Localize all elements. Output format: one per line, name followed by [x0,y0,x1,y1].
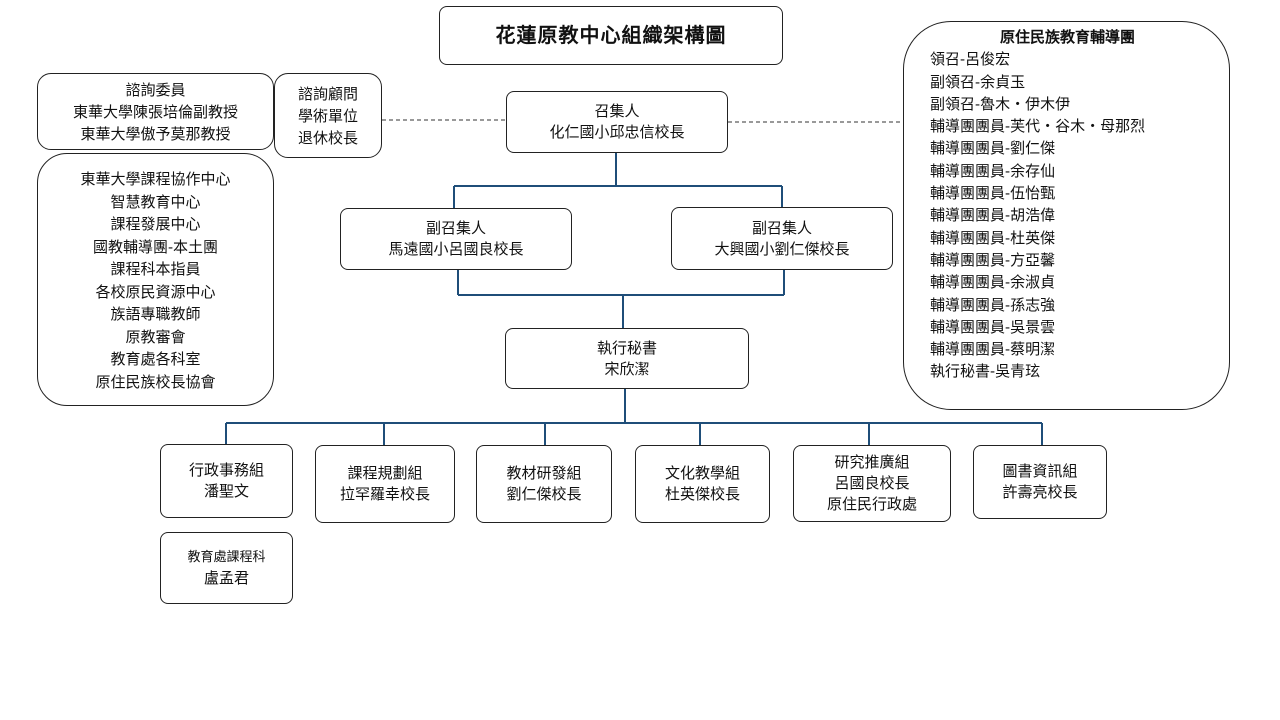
group-name: 課程規劃組 [347,464,423,482]
counsel-team-member: 輔導團團員-吳景雲 [930,317,1056,336]
chart-title: 花蓮原教中心組織架構圖 [439,6,783,65]
deputy-role: 副召集人 [425,219,486,237]
admin-sub-unit: 教育處課程科 [187,550,266,565]
group-name: 文化教學組 [664,464,740,482]
connector-deputies-secretary [457,270,785,328]
partner-item: 課程科本指員 [110,260,201,278]
counsel-team-member: 輔導團團員-胡浩偉 [930,206,1056,225]
chart-title-text: 花蓮原教中心組織架構圖 [495,23,727,47]
partner-item: 智慧教育中心 [110,192,201,211]
advisors-item: 學術單位 [297,106,358,125]
deputy-name: 馬遠國小呂國良校長 [388,240,524,258]
group-name: 行政事務組 [188,461,264,479]
counsel-team-box: 原住民族教育輔導團 領召-呂俊宏 副領召-余貞玉 副領召-魯木・伊木伊 輔導團團… [903,21,1230,410]
secretary-name: 宋欣潔 [604,359,650,378]
partner-item: 課程發展中心 [110,215,201,233]
counsel-team-member: 輔導團團員-余淑貞 [930,273,1056,292]
group-leader: 呂國良校長 [834,474,910,492]
group-leader: 潘聖文 [203,482,249,500]
convener-role: 召集人 [594,102,640,120]
counsel-team-member: 輔導團團員-孫志強 [930,295,1056,314]
counsel-team-member: 輔導團團員-劉仁傑 [930,139,1056,158]
deputy-role: 副召集人 [751,218,812,237]
advisory-committee-box: 諮詢委員 東華大學陳張培倫副教授 東華大學傲予莫那教授 [37,73,274,150]
counsel-team-member: 輔導團團員-杜英傑 [930,228,1056,247]
advisors-item: 退休校長 [297,128,358,147]
group-admin-box: 行政事務組 潘聖文 [160,444,293,518]
advisors-label: 諮詢顧問 [297,84,358,103]
admin-sub-name: 盧孟君 [203,569,249,587]
group-leader: 劉仁傑校長 [506,485,582,503]
group-materials-box: 教材研發組 劉仁傑校長 [476,445,612,523]
connector-convener-deputies [453,153,783,208]
counsel-team-member: 輔導團團員-芙代・谷木・母那烈 [930,117,1146,136]
counsel-team-member: 副領召-余貞玉 [930,72,1026,91]
partners-box: 東華大學課程協作中心 智慧教育中心 課程發展中心 國教輔導團-本土團 課程科本指… [37,153,274,406]
group-leader: 原住民行政處 [826,495,917,513]
convener-name: 化仁國小邱忠信校長 [549,123,685,141]
partner-item: 東華大學課程協作中心 [80,170,231,188]
advisory-committee-member: 東華大學傲予莫那教授 [80,124,231,143]
deputy-name: 大興國小劉仁傑校長 [714,239,850,258]
deputy-convener-left-box: 副召集人 馬遠國小呂國良校長 [340,208,572,270]
group-leader: 拉罕羅幸校長 [339,485,430,503]
counsel-team-member: 領召-呂俊宏 [930,50,1011,69]
connector-secretary-groups [225,389,1043,445]
counsel-team-member: 輔導團團員-伍怡甄 [930,184,1056,203]
partner-item: 原住民族校長協會 [95,372,216,391]
partner-item: 國教輔導團-本土團 [92,237,219,256]
convener-box: 召集人 化仁國小邱忠信校長 [506,91,728,153]
counsel-team-member: 副領召-魯木・伊木伊 [930,94,1071,113]
counsel-team-member: 輔導團團員-余存仙 [930,161,1056,180]
executive-secretary-box: 執行秘書 宋欣潔 [505,328,749,389]
partner-item: 原教審會 [125,327,186,346]
advisory-committee-label: 諮詢委員 [125,80,186,99]
secretary-role: 執行秘書 [596,338,657,357]
advisors-box: 諮詢顧問 學術單位 退休校長 [274,73,382,158]
counsel-team-member: 輔導團團員-蔡明潔 [930,340,1056,359]
group-curriculum-box: 課程規劃組 拉罕羅幸校長 [315,445,455,523]
counsel-team-member: 執行秘書-吳青玹 [930,362,1041,381]
admin-sub-box: 教育處課程科 盧孟君 [160,532,293,604]
counsel-team-member: 輔導團團員-方亞馨 [930,250,1056,269]
partner-item: 教育處各科室 [110,350,201,368]
partner-item: 各校原民資源中心 [95,282,216,301]
group-culture-box: 文化教學組 杜英傑校長 [635,445,770,523]
group-research-box: 研究推廣組 呂國良校長 原住民行政處 [793,445,951,522]
group-leader: 許壽亮校長 [1002,483,1078,501]
group-name: 教材研發組 [506,464,582,482]
deputy-convener-right-box: 副召集人 大興國小劉仁傑校長 [671,207,893,270]
counsel-team-heading: 原住民族教育輔導團 [999,28,1135,46]
group-leader: 杜英傑校長 [664,485,740,503]
group-library-box: 圖書資訊組 許壽亮校長 [973,445,1107,519]
partner-item: 族語專職教師 [110,305,201,323]
advisory-committee-member: 東華大學陳張培倫副教授 [72,102,238,121]
group-name: 研究推廣組 [834,453,910,471]
group-name: 圖書資訊組 [1002,462,1078,480]
